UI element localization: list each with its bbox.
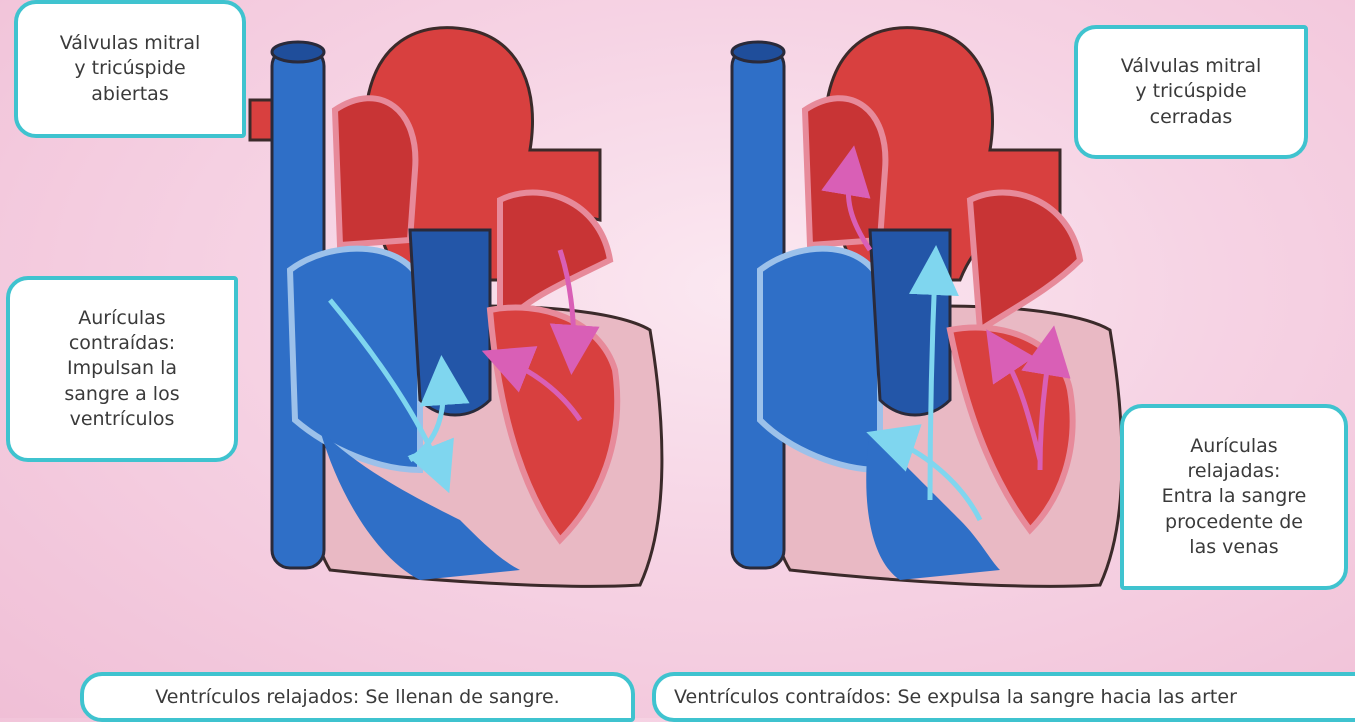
right-atrium-right [760, 249, 880, 470]
heart-diastole [250, 28, 662, 587]
label-valves-open: Válvulas mitral y tricúspide abiertas [14, 0, 246, 138]
label-atria-contracted: Aurículas contraídas: Impulsan la sangre… [6, 276, 238, 462]
label-atria-relaxed: Aurículas relajadas: Entra la sangre pro… [1120, 404, 1348, 590]
label-ventricles-relaxed: Ventrículos relajados: Se llenan de sang… [80, 672, 635, 722]
label-ventricles-contracted: Ventrículos contraídos: Se expulsa la sa… [652, 672, 1355, 722]
heart-systole [732, 28, 1122, 587]
label-valves-closed: Válvulas mitral y tricúspide cerradas [1074, 25, 1308, 159]
